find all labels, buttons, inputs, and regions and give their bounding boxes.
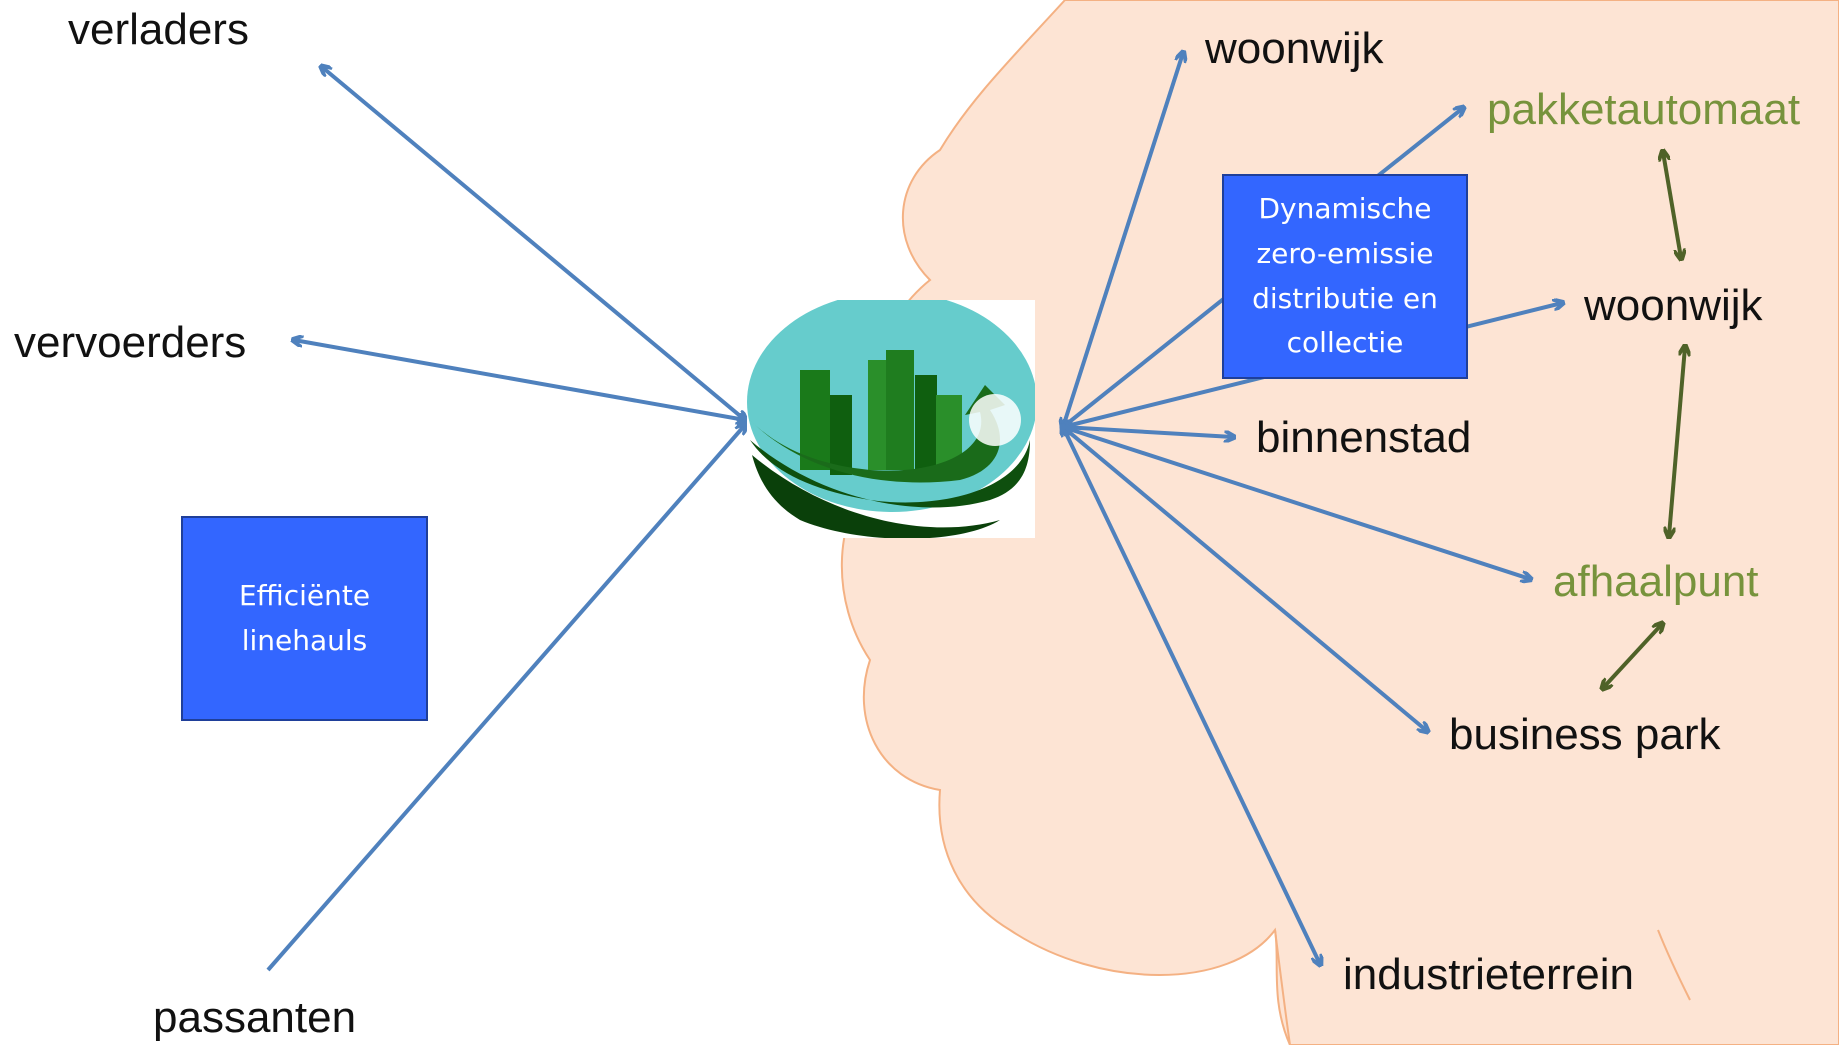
label-vervoerders: vervoerders (14, 318, 247, 367)
efficient-linehauls-box: Efficiënte linehauls (181, 516, 428, 721)
box-line: zero-emissie (1256, 236, 1434, 270)
box-line: Efficiënte (238, 578, 371, 612)
arrow-verladers (322, 67, 745, 420)
city-hub-logo-icon (747, 300, 1035, 538)
box-line: distributie en (1252, 281, 1438, 315)
arrow-afhaal-business (1603, 624, 1662, 688)
cloud-inner-curve (1657, 929, 1691, 1001)
label-industrieterrein: industrieterrein (1343, 950, 1635, 999)
arrow-pakket-woonwijk (1663, 152, 1681, 258)
label-woonwijk-mid: woonwijk (1584, 281, 1763, 330)
arrow-passanten (266, 425, 745, 972)
arrow-vervoerders (294, 340, 745, 420)
label-pakketautomaat: pakketautomaat (1487, 85, 1801, 134)
box-line: linehauls (241, 623, 368, 657)
label-afhaalpunt: afhaalpunt (1553, 557, 1759, 606)
label-business-park: business park (1449, 710, 1721, 759)
arrow-woonwijk-afhaal (1669, 347, 1685, 536)
dynamic-distribution-box: Dynamische zero-emissie distributie en c… (1222, 174, 1468, 379)
arrow-industrieterrein (1063, 427, 1320, 964)
label-binnenstad: binnenstad (1256, 413, 1472, 462)
box-line: collectie (1286, 326, 1404, 360)
box-line: Dynamische (1258, 191, 1432, 225)
label-woonwijk-top: woonwijk (1205, 24, 1384, 73)
label-passanten: passanten (153, 993, 357, 1042)
label-verladers: verladers (68, 5, 249, 54)
